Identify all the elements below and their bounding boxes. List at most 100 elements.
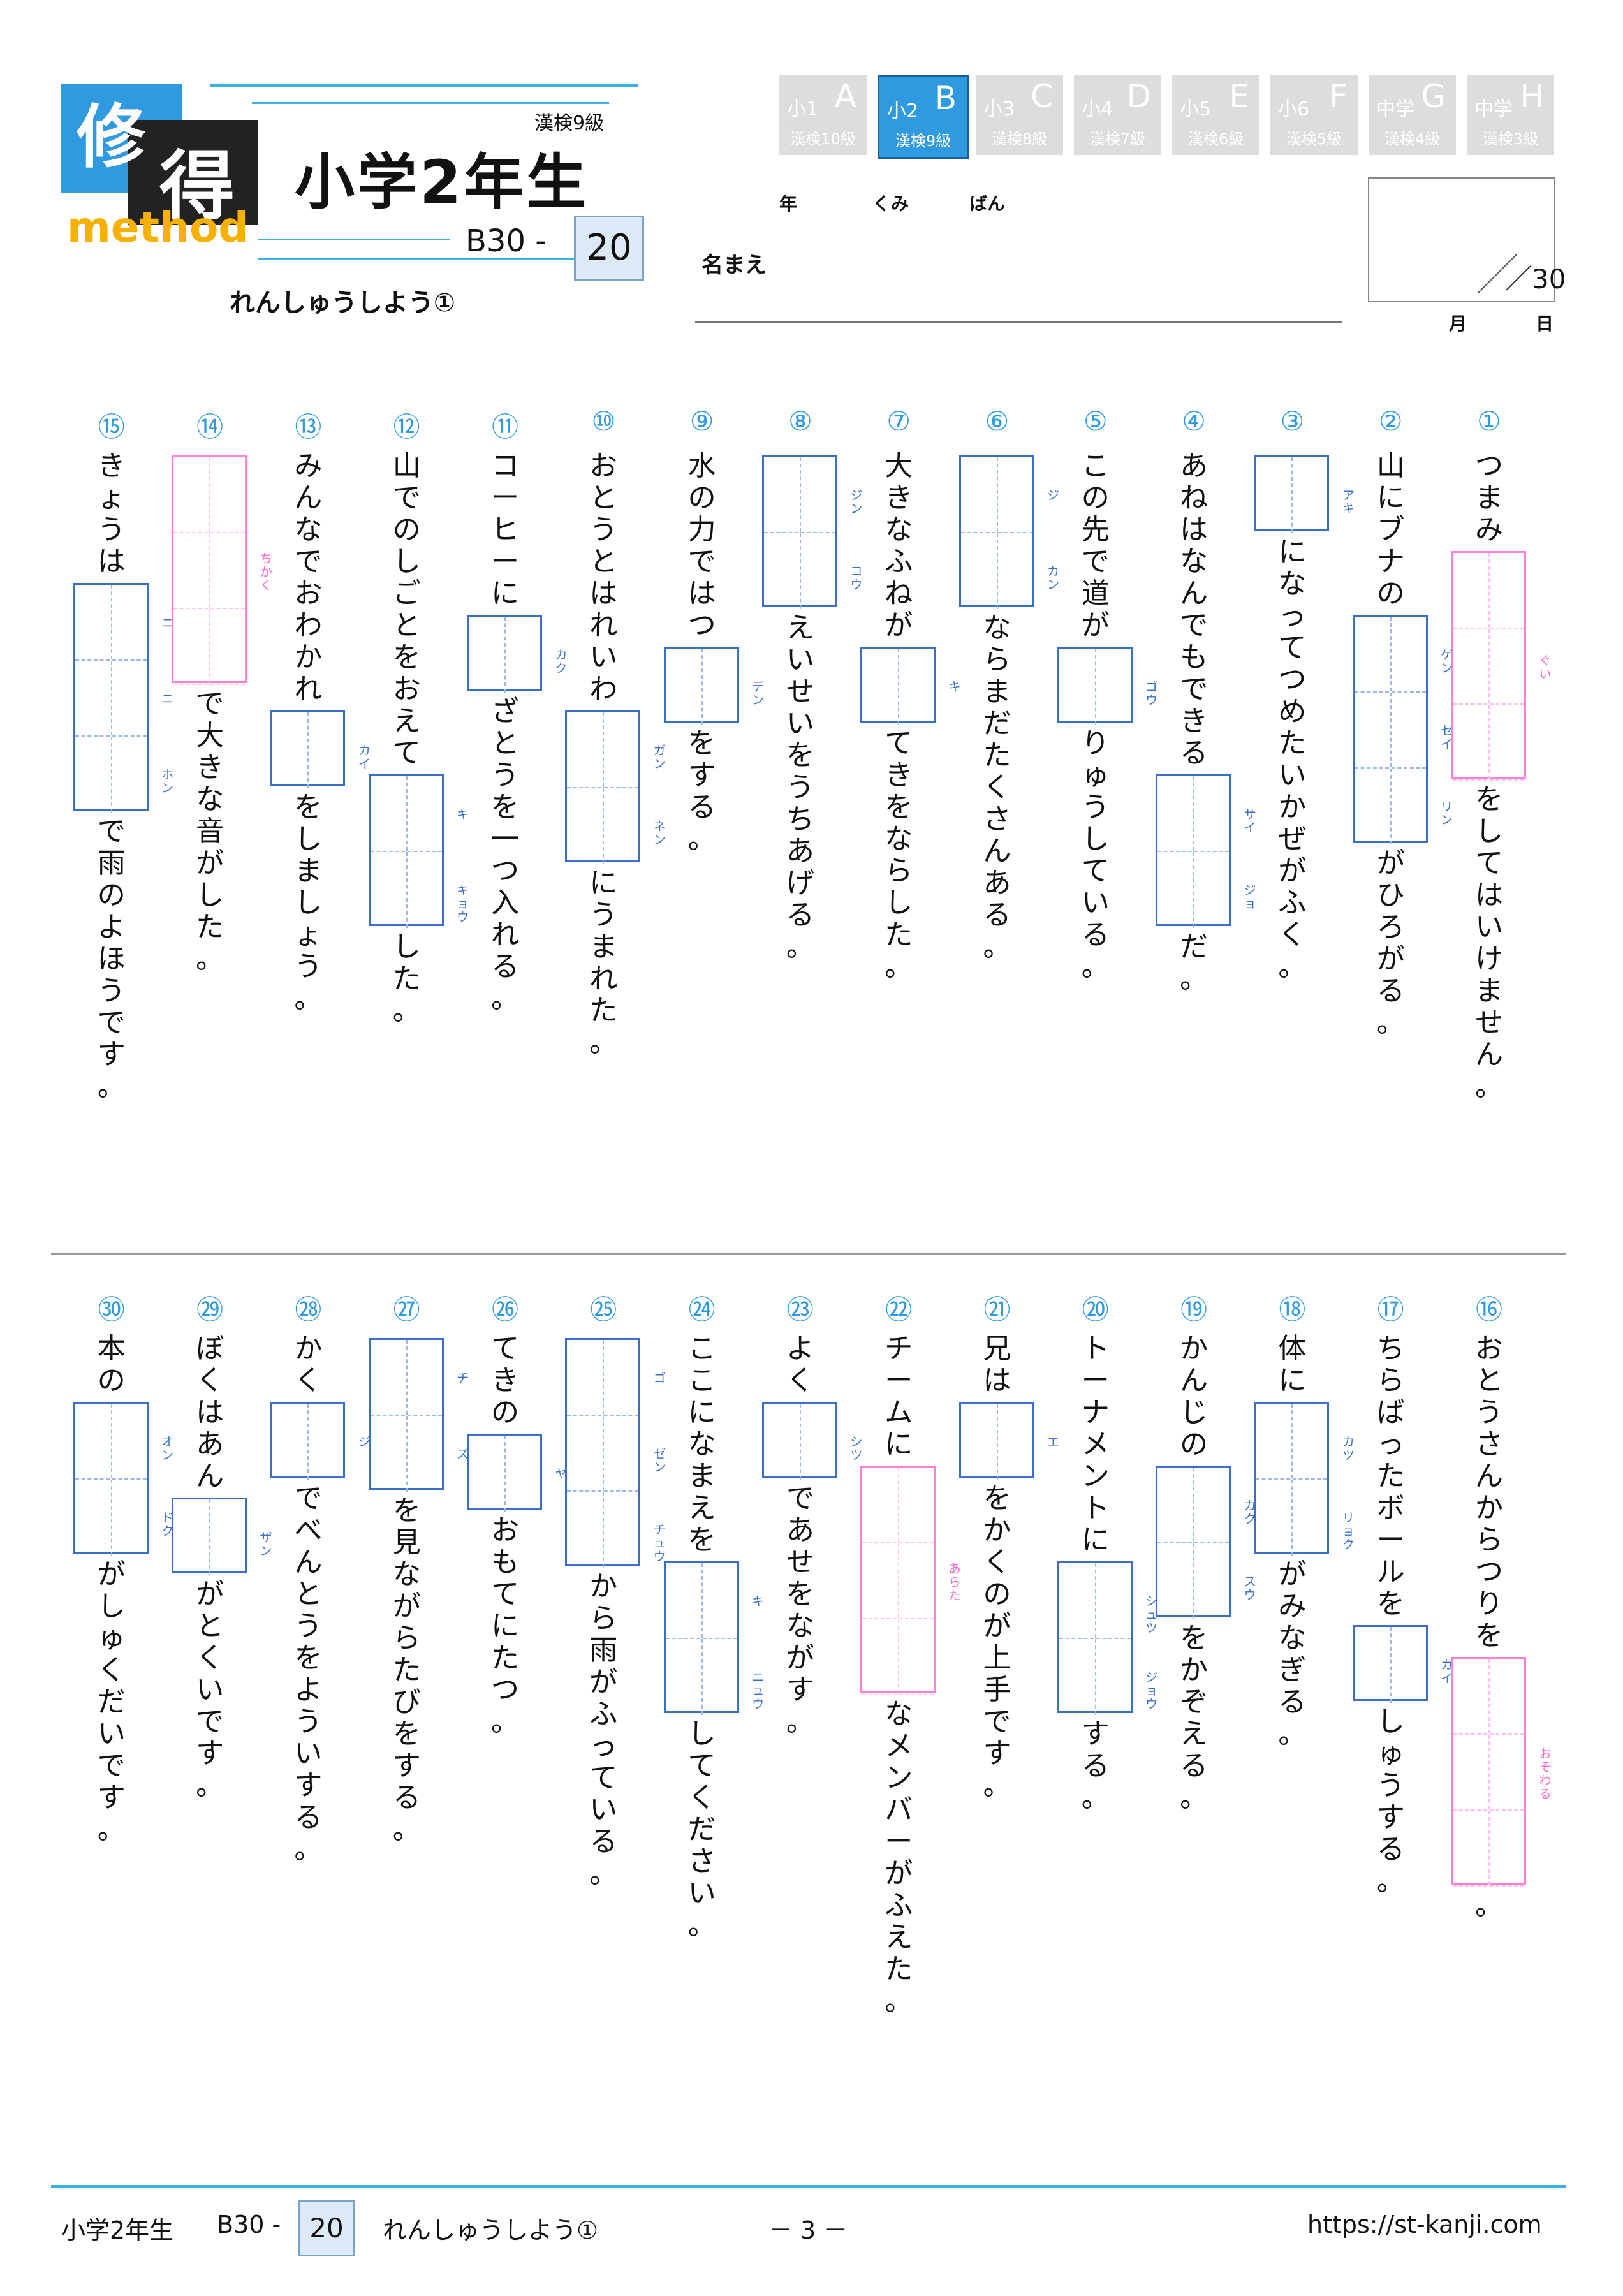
- answer-cell[interactable]: [862, 1619, 934, 1695]
- answer-cell[interactable]: ヤ: [469, 1436, 568, 1512]
- answer-box-kanji[interactable]: ゴゼンチュウ: [565, 1338, 666, 1568]
- answer-cell[interactable]: ニ: [75, 661, 173, 737]
- score-box[interactable]: [1368, 177, 1555, 302]
- answer-cell[interactable]: アキ: [1256, 457, 1355, 533]
- answer-cell[interactable]: ザン: [173, 1499, 272, 1575]
- answer-box-kanji[interactable]: デン: [663, 647, 764, 725]
- answer-cell[interactable]: ホン: [75, 737, 173, 813]
- answer-cell[interactable]: キ: [370, 776, 469, 852]
- answer-box-kanji[interactable]: ニニホン: [73, 583, 173, 813]
- answer-cell[interactable]: カン: [961, 533, 1059, 609]
- answer-cell[interactable]: ゴ: [567, 1340, 666, 1416]
- answer-cell[interactable]: [862, 1468, 934, 1543]
- answer-cell[interactable]: スウ: [1157, 1543, 1256, 1619]
- answer-cell[interactable]: ネン: [567, 788, 666, 864]
- answer-cell[interactable]: シュツ: [1059, 1563, 1157, 1639]
- answer-box-kanji[interactable]: ジカン: [958, 455, 1059, 609]
- answer-cell[interactable]: エ: [961, 1404, 1059, 1480]
- answer-cell[interactable]: [173, 457, 246, 533]
- answer-box-kanji[interactable]: カイ: [270, 710, 371, 788]
- answer-box-kanji[interactable]: エ: [958, 1402, 1059, 1480]
- answer-cell[interactable]: ジン: [763, 457, 862, 533]
- answer-box-kanji[interactable]: キニュウ: [663, 1561, 764, 1715]
- header-rule-top2: [252, 102, 609, 104]
- answer-cell[interactable]: セイ: [1354, 693, 1453, 769]
- grade-title: 小学2年生: [295, 148, 589, 217]
- answer-cell[interactable]: ジ: [272, 1404, 371, 1480]
- answer-cell[interactable]: チ: [370, 1340, 469, 1416]
- answer-box-kanji[interactable]: シュツジョウ: [1057, 1561, 1157, 1715]
- answer-cell[interactable]: キ: [862, 649, 961, 725]
- answer-cell[interactable]: デン: [666, 649, 764, 725]
- answer-cell[interactable]: オン: [75, 1404, 173, 1480]
- answer-box-kanji[interactable]: ゲンセイリン: [1352, 615, 1453, 844]
- answer-cell[interactable]: カツ: [1256, 1404, 1355, 1480]
- answer-box-kanji[interactable]: キキョウ: [368, 774, 469, 928]
- answer-box-kanji[interactable]: カツリョク: [1254, 1402, 1355, 1556]
- answer-box-kanji[interactable]: オンドク: [73, 1402, 173, 1556]
- name-line[interactable]: [695, 321, 1342, 323]
- answer-box-kanji[interactable]: カイ: [1352, 1625, 1453, 1703]
- answer-box-kanji-okurigana[interactable]: あらた: [860, 1466, 961, 1695]
- answer-cell[interactable]: ニュウ: [666, 1639, 764, 1715]
- answer-box-kanji[interactable]: カクスウ: [1156, 1466, 1256, 1619]
- answer-cell[interactable]: ジョウ: [1059, 1639, 1157, 1715]
- answer-cell[interactable]: [862, 1543, 934, 1619]
- answer-box-kanji[interactable]: アキ: [1254, 455, 1355, 533]
- answer-box-kanji[interactable]: シツ: [761, 1402, 862, 1480]
- answer-cell[interactable]: ゴウ: [1059, 649, 1157, 725]
- answer-box-kanji[interactable]: サイジョ: [1156, 774, 1256, 928]
- answer-cell[interactable]: コウ: [764, 533, 862, 609]
- answer-cell[interactable]: ゲン: [1354, 617, 1453, 693]
- answer-cell[interactable]: カイ: [272, 712, 371, 788]
- answer-cell[interactable]: [173, 609, 246, 685]
- answer-cell[interactable]: [1453, 1659, 1524, 1735]
- answer-cell[interactable]: カク: [469, 617, 568, 693]
- answer-cell[interactable]: カイ: [1355, 1627, 1453, 1703]
- answer-cell[interactable]: キョウ: [371, 852, 469, 928]
- answer-cell[interactable]: カク: [1157, 1468, 1256, 1543]
- answer-cell[interactable]: [173, 533, 246, 609]
- answer-cell[interactable]: [1453, 705, 1524, 781]
- answer-cell[interactable]: [1453, 1811, 1524, 1887]
- answer-cell[interactable]: ニ: [75, 585, 173, 661]
- answer-cell[interactable]: チュウ: [567, 1492, 666, 1568]
- answer-cell[interactable]: シツ: [764, 1404, 862, 1480]
- answer-cell[interactable]: ジョ: [1157, 852, 1256, 928]
- answer-box-kanji-okurigana[interactable]: ちかく: [172, 455, 272, 685]
- answer-cell[interactable]: [1453, 629, 1524, 705]
- answer-cell[interactable]: ズ: [371, 1416, 469, 1492]
- answer-cell[interactable]: [1453, 553, 1524, 629]
- answer-cell[interactable]: ドク: [75, 1480, 173, 1556]
- answer-cell[interactable]: ジ: [960, 457, 1059, 533]
- answer-cell[interactable]: [1453, 1735, 1524, 1811]
- answer-box-kanji[interactable]: チズ: [368, 1338, 469, 1492]
- question-text: 山でのしごとをおえて: [392, 450, 421, 769]
- answer-cell[interactable]: ガン: [567, 712, 666, 788]
- answer-box-kanji-okurigana[interactable]: おそわる: [1451, 1657, 1552, 1887]
- answer-cell[interactable]: キ: [665, 1563, 764, 1639]
- question-text: しゅうする。: [1376, 1705, 1405, 1897]
- site-url[interactable]: https://st-kanji.com: [1307, 2211, 1542, 2239]
- answer-cell[interactable]: ゼン: [567, 1416, 666, 1492]
- answer-box-kanji[interactable]: ザン: [172, 1498, 272, 1575]
- answer-box-kanji[interactable]: キ: [860, 647, 961, 725]
- answer-box-kanji[interactable]: カク: [467, 615, 568, 693]
- answer-cell[interactable]: サイ: [1157, 776, 1256, 852]
- answer-box-kanji[interactable]: ガンネン: [565, 710, 666, 864]
- answer-box-kanji[interactable]: ジンコウ: [761, 455, 862, 609]
- answer-box-kanji[interactable]: ジ: [270, 1402, 371, 1480]
- answer-box-kanji[interactable]: ヤ: [467, 1434, 568, 1512]
- answer-cell[interactable]: リン: [1355, 769, 1453, 844]
- answer-box-kanji-okurigana[interactable]: ぐい: [1451, 551, 1552, 781]
- answer-box-kanji[interactable]: ゴウ: [1057, 647, 1157, 725]
- answer-cell[interactable]: リョク: [1256, 1480, 1355, 1556]
